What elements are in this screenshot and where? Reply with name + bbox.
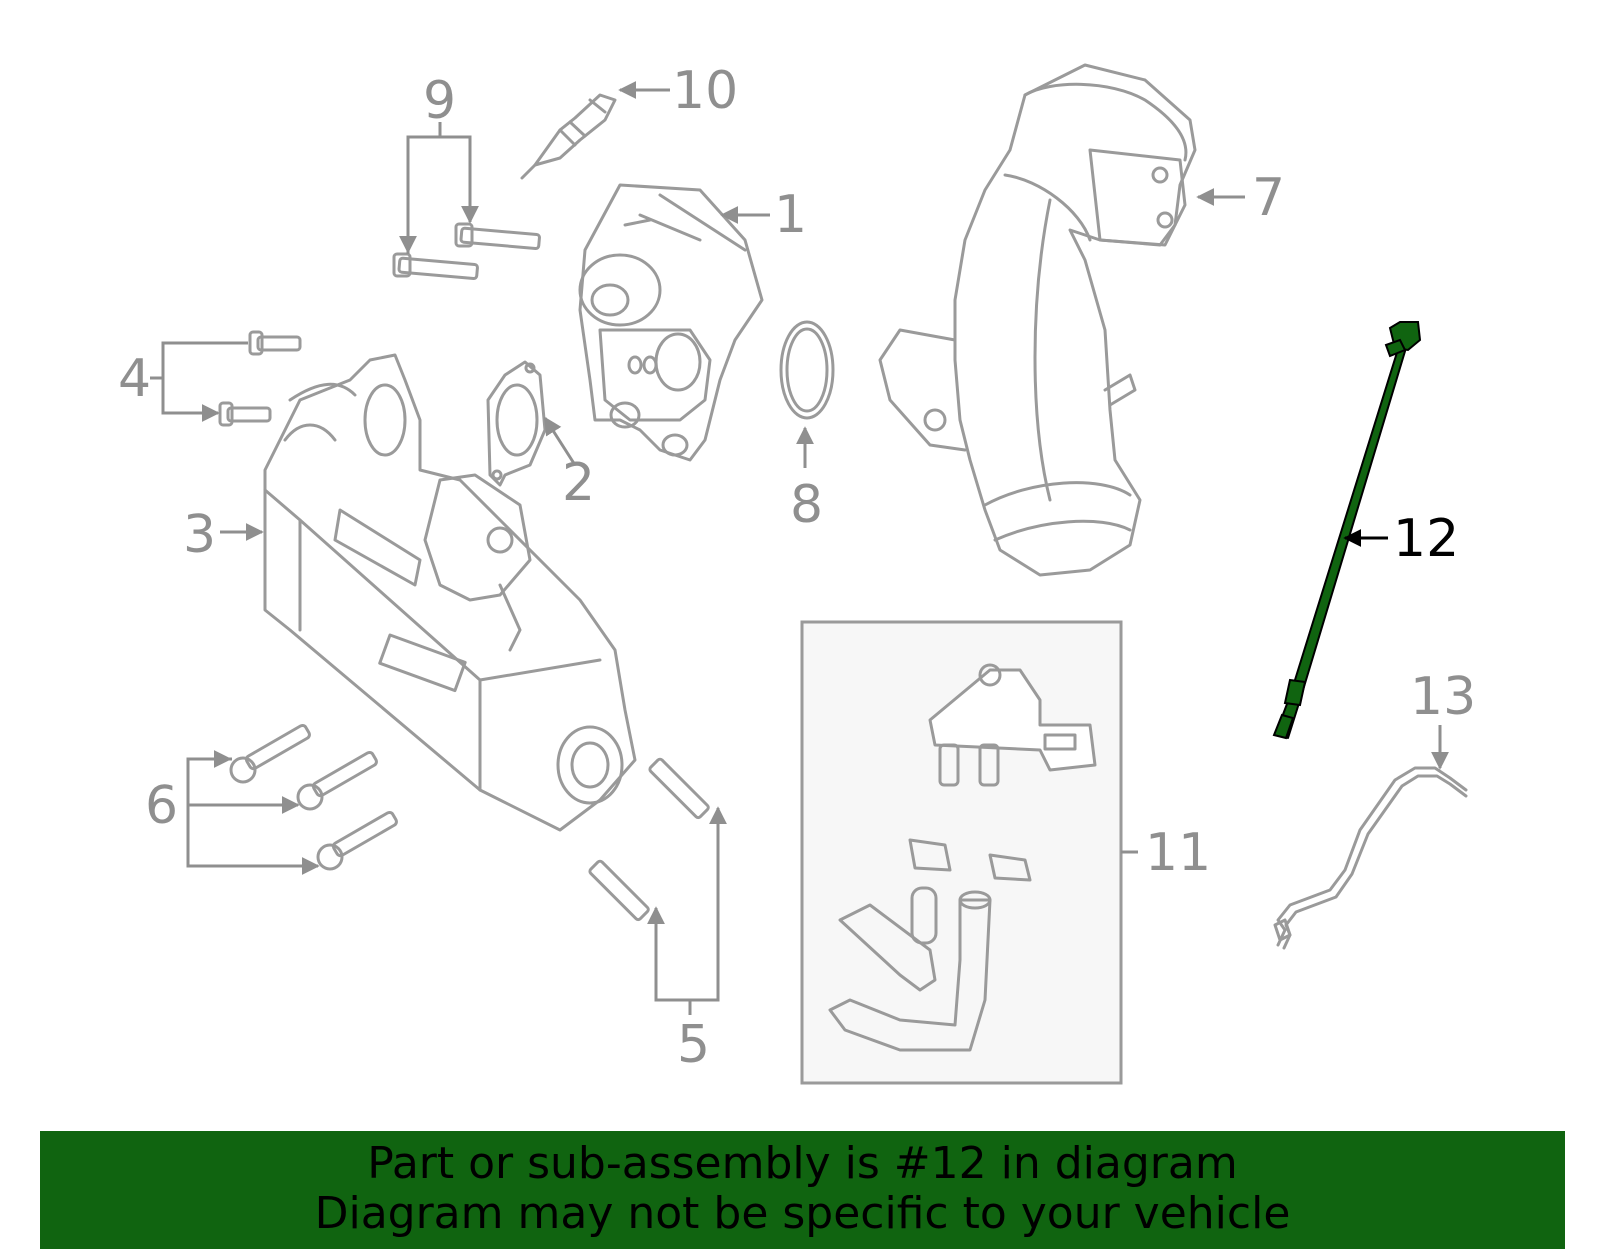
callout-13: 13 bbox=[1410, 667, 1476, 727]
callout-1: 1 bbox=[774, 185, 807, 245]
callout-8: 8 bbox=[790, 475, 823, 535]
part-7-intake-tube bbox=[878, 63, 1197, 577]
part-11-sensor-kit bbox=[800, 620, 1123, 1085]
callout-4: 4 bbox=[118, 349, 151, 409]
banner-line-1: Part or sub-assembly is #12 in diagram bbox=[367, 1138, 1238, 1189]
part-13-tube bbox=[1273, 766, 1468, 950]
part-2-gasket bbox=[486, 360, 547, 487]
part-1-egr-valve bbox=[578, 183, 764, 462]
part-10-sensor bbox=[520, 93, 617, 180]
callout-6: 6 bbox=[145, 776, 178, 836]
callout-12: 12 bbox=[1393, 509, 1459, 569]
callout-9: 9 bbox=[423, 71, 456, 131]
callout-11: 11 bbox=[1145, 823, 1211, 883]
part-3-egr-cooler bbox=[263, 353, 637, 832]
callout-10: 10 bbox=[672, 61, 738, 121]
callout-5: 5 bbox=[677, 1015, 710, 1075]
part-8-o-ring bbox=[779, 320, 835, 420]
callout-2: 2 bbox=[562, 453, 595, 513]
leader-5 bbox=[647, 810, 720, 1002]
banner-line-2: Diagram may not be specific to your vehi… bbox=[314, 1188, 1291, 1239]
part-4-bolts bbox=[218, 330, 302, 427]
part-6-bolts bbox=[229, 723, 398, 871]
leader-2 bbox=[543, 416, 577, 466]
part-5-studs bbox=[588, 757, 710, 922]
callout-7: 7 bbox=[1252, 168, 1285, 228]
info-banner: Part or sub-assembly is #12 in diagram D… bbox=[40, 1131, 1565, 1249]
callout-3: 3 bbox=[183, 505, 216, 565]
part-9-bolts bbox=[392, 222, 541, 280]
leader-4 bbox=[161, 341, 248, 422]
